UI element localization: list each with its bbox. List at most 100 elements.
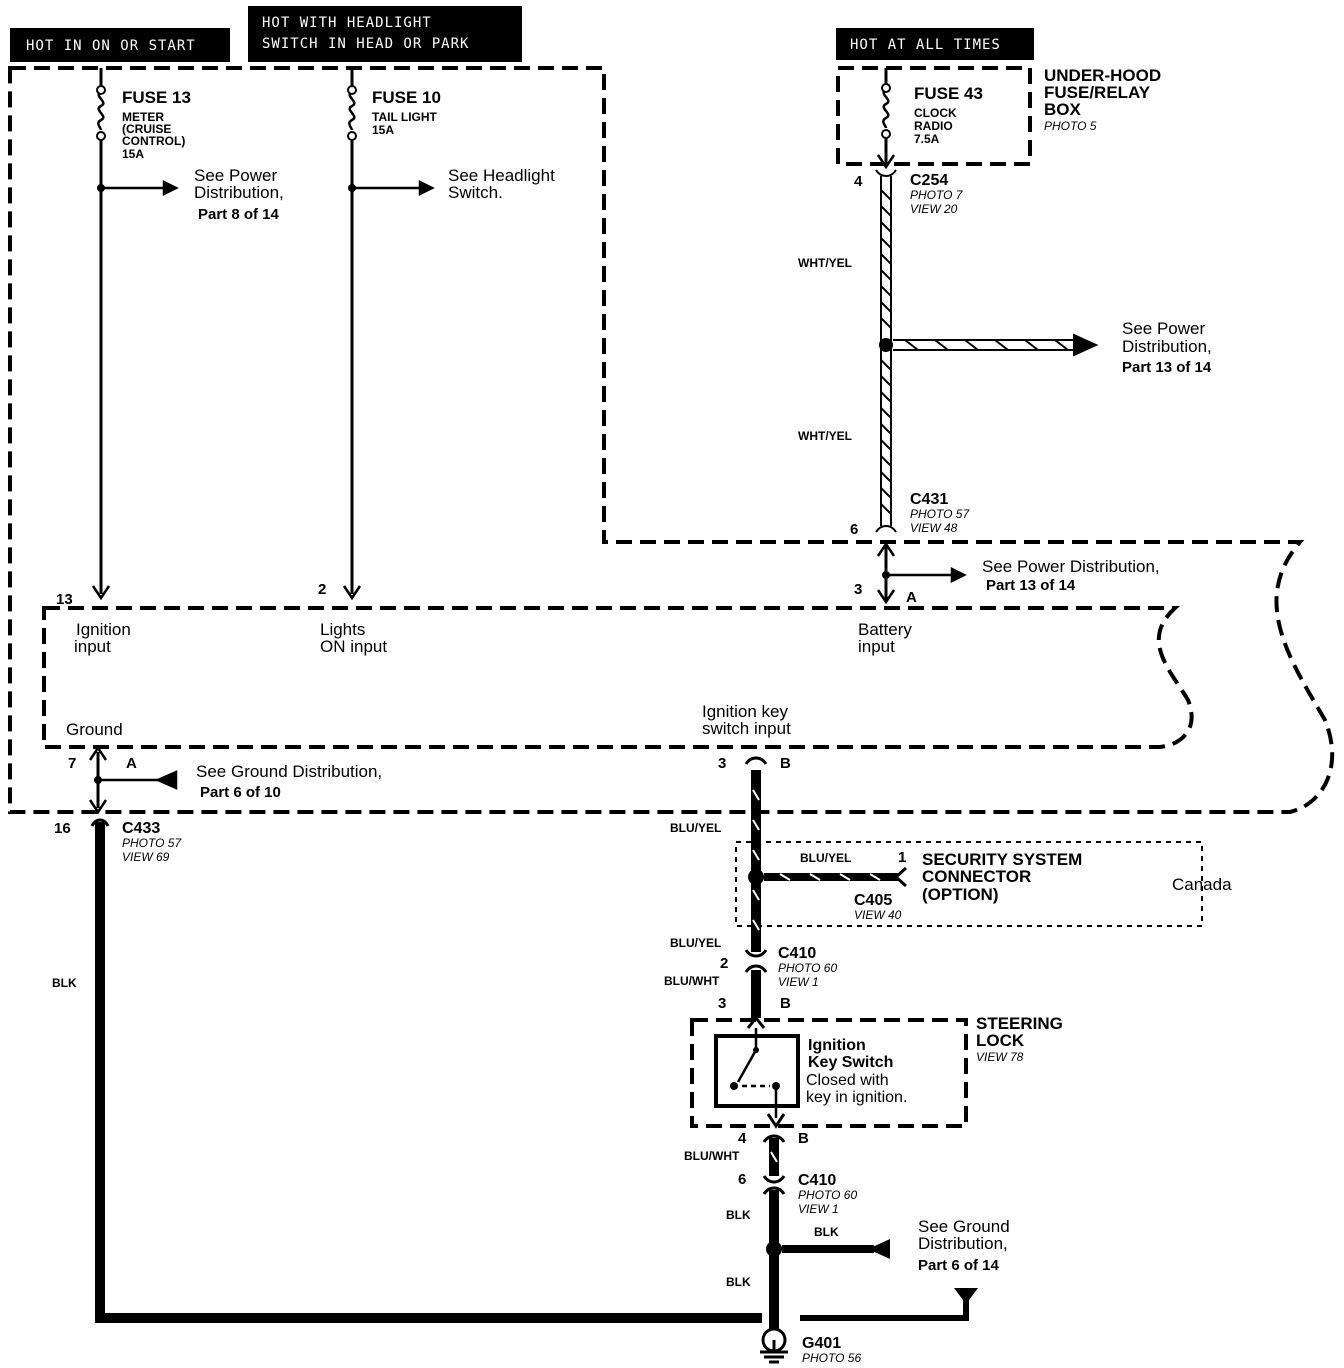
- fuse-13-desc2: (CRUISE: [122, 122, 171, 136]
- fuse-10-rating: 15A: [372, 123, 394, 137]
- fuse-13-desc3: CONTROL): [122, 134, 185, 148]
- wire-label-blu-yel-2: BLU/YEL: [800, 851, 851, 865]
- c410b-name: C410: [798, 1172, 836, 1189]
- blk-ground-wire: [95, 822, 762, 1323]
- c410a-photo: PHOTO 60: [778, 961, 837, 975]
- wire-label-blk-3: BLK: [814, 1225, 839, 1239]
- splice-dots: [94, 184, 890, 784]
- wire-label-blu-wht-1: BLU/WHT: [664, 974, 720, 988]
- fuse-box-name-3: BOX: [1044, 100, 1082, 119]
- c433-view: VIEW 69: [122, 850, 170, 864]
- header-headlight: HOT WITH HEADLIGHT SWITCH IN HEAD OR PAR…: [248, 6, 522, 62]
- c405-view: VIEW 40: [854, 908, 902, 922]
- security-l1: SECURITY SYSTEM: [922, 850, 1082, 869]
- ground-ref-arrow: [954, 1288, 978, 1304]
- steering-view: VIEW 78: [976, 1050, 1024, 1064]
- pin-key: 3: [718, 755, 726, 772]
- c254-pin: 4: [854, 173, 863, 190]
- wire-label-wht-yel-2: WHT/YEL: [798, 429, 852, 443]
- fuse-box-name-1: UNDER-HOOD: [1044, 66, 1161, 85]
- wire-label-blu-wht-2: BLU/WHT: [684, 1149, 740, 1163]
- c410a-name: C410: [778, 945, 816, 962]
- conn-key: B: [780, 755, 791, 772]
- c410b-pin: 6: [738, 1171, 746, 1188]
- label-ground: Ground: [66, 720, 123, 739]
- c254-photo: PHOTO 7: [910, 188, 964, 202]
- fuse-43-symbol: [882, 88, 890, 129]
- wht-yel-branch: [893, 333, 1099, 357]
- label-ignition-2: input: [74, 637, 111, 656]
- header-ignition: HOT IN ON OR START: [10, 28, 230, 62]
- steering-pin-top: 3: [718, 995, 726, 1012]
- fuse-43-desc2: RADIO: [914, 119, 953, 133]
- ref-power13a-l3: Part 13 of 14: [1122, 359, 1212, 376]
- header-headlight-line1: HOT WITH HEADLIGHT: [262, 15, 432, 31]
- switch-l1: Ignition: [808, 1037, 866, 1054]
- ref-ground14-l3: Part 6 of 14: [918, 1257, 1000, 1274]
- label-ignition-1: Ignition: [76, 620, 131, 639]
- c410b-view: VIEW 1: [798, 1202, 839, 1216]
- ground-g401-symbol: [760, 1327, 788, 1364]
- c433-pin: 16: [54, 820, 71, 837]
- fuse-10-desc1: TAIL LIGHT: [372, 110, 438, 124]
- conn-ground: A: [126, 755, 137, 772]
- ground-distribution-arrow: [868, 1239, 890, 1259]
- ref-power8-l3: Part 8 of 14: [198, 206, 280, 223]
- pin-ignition: 13: [56, 591, 73, 608]
- fuse-box-photo: PHOTO 5: [1044, 119, 1097, 133]
- wire-label-blk-2: BLK: [726, 1208, 751, 1222]
- c410b-photo: PHOTO 60: [798, 1188, 857, 1202]
- ref-headlight-l1: See Headlight: [448, 166, 555, 185]
- c431-photo: PHOTO 57: [910, 507, 970, 521]
- steering-lock-outline: [690, 1018, 968, 1128]
- dash-fuse-box-outline: [8, 66, 1335, 814]
- c405-name: C405: [854, 892, 892, 909]
- switch-l4: key in ignition.: [806, 1089, 907, 1106]
- wht-yel-splice: [879, 338, 893, 352]
- wht-yel-wire: [875, 169, 897, 533]
- pin-lights: 2: [318, 581, 326, 598]
- ref-power13b-l1: See Power Distribution,: [982, 557, 1160, 576]
- fuse-13-desc1: METER: [122, 110, 164, 124]
- conn-battery: A: [906, 589, 917, 606]
- security-region: Canada: [1172, 875, 1232, 894]
- label-battery-1: Battery: [858, 620, 912, 639]
- ref-headlight-l2: Switch.: [448, 183, 503, 202]
- fuse-terminals: [96, 83, 891, 141]
- steering-conn-bot: B: [798, 1130, 809, 1147]
- header-always: HOT AT ALL TIMES: [836, 28, 1034, 60]
- label-battery-2: input: [858, 637, 895, 656]
- fuse-13-rating: 15A: [122, 147, 144, 161]
- wire-label-blk-1: BLK: [52, 976, 77, 990]
- c254-name: C254: [910, 172, 948, 189]
- fuse-box-name-2: FUSE/RELAY: [1044, 83, 1151, 102]
- switch-l3: Closed with: [806, 1072, 889, 1089]
- fuse-43-name: FUSE 43: [914, 84, 983, 103]
- fuse-13-symbol: [97, 90, 105, 131]
- security-l2: CONNECTOR: [922, 867, 1031, 886]
- control-unit-outline: [42, 606, 1194, 749]
- header-always-text: HOT AT ALL TIMES: [850, 37, 1001, 53]
- under-hood-box-outline: [836, 66, 1032, 166]
- ref-ground14-l1: See Ground: [918, 1217, 1010, 1236]
- ref-ground10-l1: See Ground Distribution,: [196, 762, 382, 781]
- ref-power13b-l2: Part 13 of 14: [986, 577, 1076, 594]
- fuse-10-name: FUSE 10: [372, 88, 441, 107]
- c433-photo: PHOTO 57: [122, 836, 182, 850]
- c433-name: C433: [122, 820, 160, 837]
- steering-l1: STEERING: [976, 1014, 1063, 1033]
- label-lights-2: ON input: [320, 637, 387, 656]
- component-boundaries: [8, 66, 1335, 1128]
- security-splice: [748, 869, 764, 885]
- c410a-view: VIEW 1: [778, 975, 819, 989]
- security-connector-outline: [735, 841, 1203, 927]
- wire-label-blk-4: BLK: [726, 1275, 751, 1289]
- fuse-43-desc1: CLOCK: [914, 106, 957, 120]
- ref-power8-l2: Distribution,: [194, 183, 284, 202]
- wire-label-blu-yel-1: BLU/YEL: [670, 821, 721, 835]
- ground-ref-wire: [800, 1300, 969, 1321]
- steering-pin-bot: 4: [738, 1130, 747, 1147]
- ref-power13a-l1: See Power: [1122, 319, 1205, 338]
- wire-label-blu-yel-3: BLU/YEL: [670, 936, 721, 950]
